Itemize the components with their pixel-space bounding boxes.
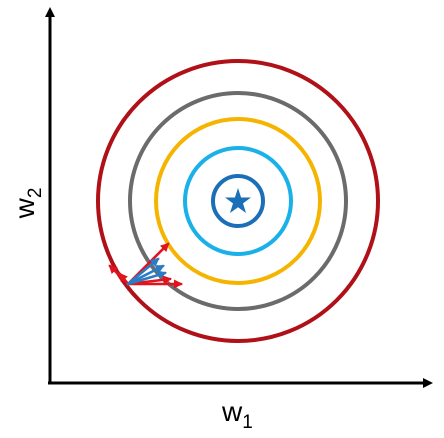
contour-ring-inner: [211, 174, 265, 228]
x-axis-label-main: w: [221, 396, 243, 427]
contour-ring-4: [183, 146, 293, 256]
y-axis-label-subscript: 2: [25, 188, 46, 199]
star-icon: [225, 188, 251, 213]
y-axis-label-main: w: [9, 197, 40, 219]
contour-ring-2: [128, 91, 348, 311]
x-axis-label: w1: [221, 396, 253, 433]
blue-arrow-icon: [126, 270, 167, 286]
blue-arrow-icon: [126, 257, 160, 286]
y-axis-label: w2: [9, 188, 46, 220]
red-arrow-icon: [118, 272, 130, 286]
gradient-vectors: [108, 242, 183, 289]
contour-rings: [96, 59, 380, 343]
contour-ring-outer: [96, 59, 380, 343]
contour-ring-3: [154, 117, 322, 285]
x-axis-label-subscript: 1: [242, 412, 253, 433]
